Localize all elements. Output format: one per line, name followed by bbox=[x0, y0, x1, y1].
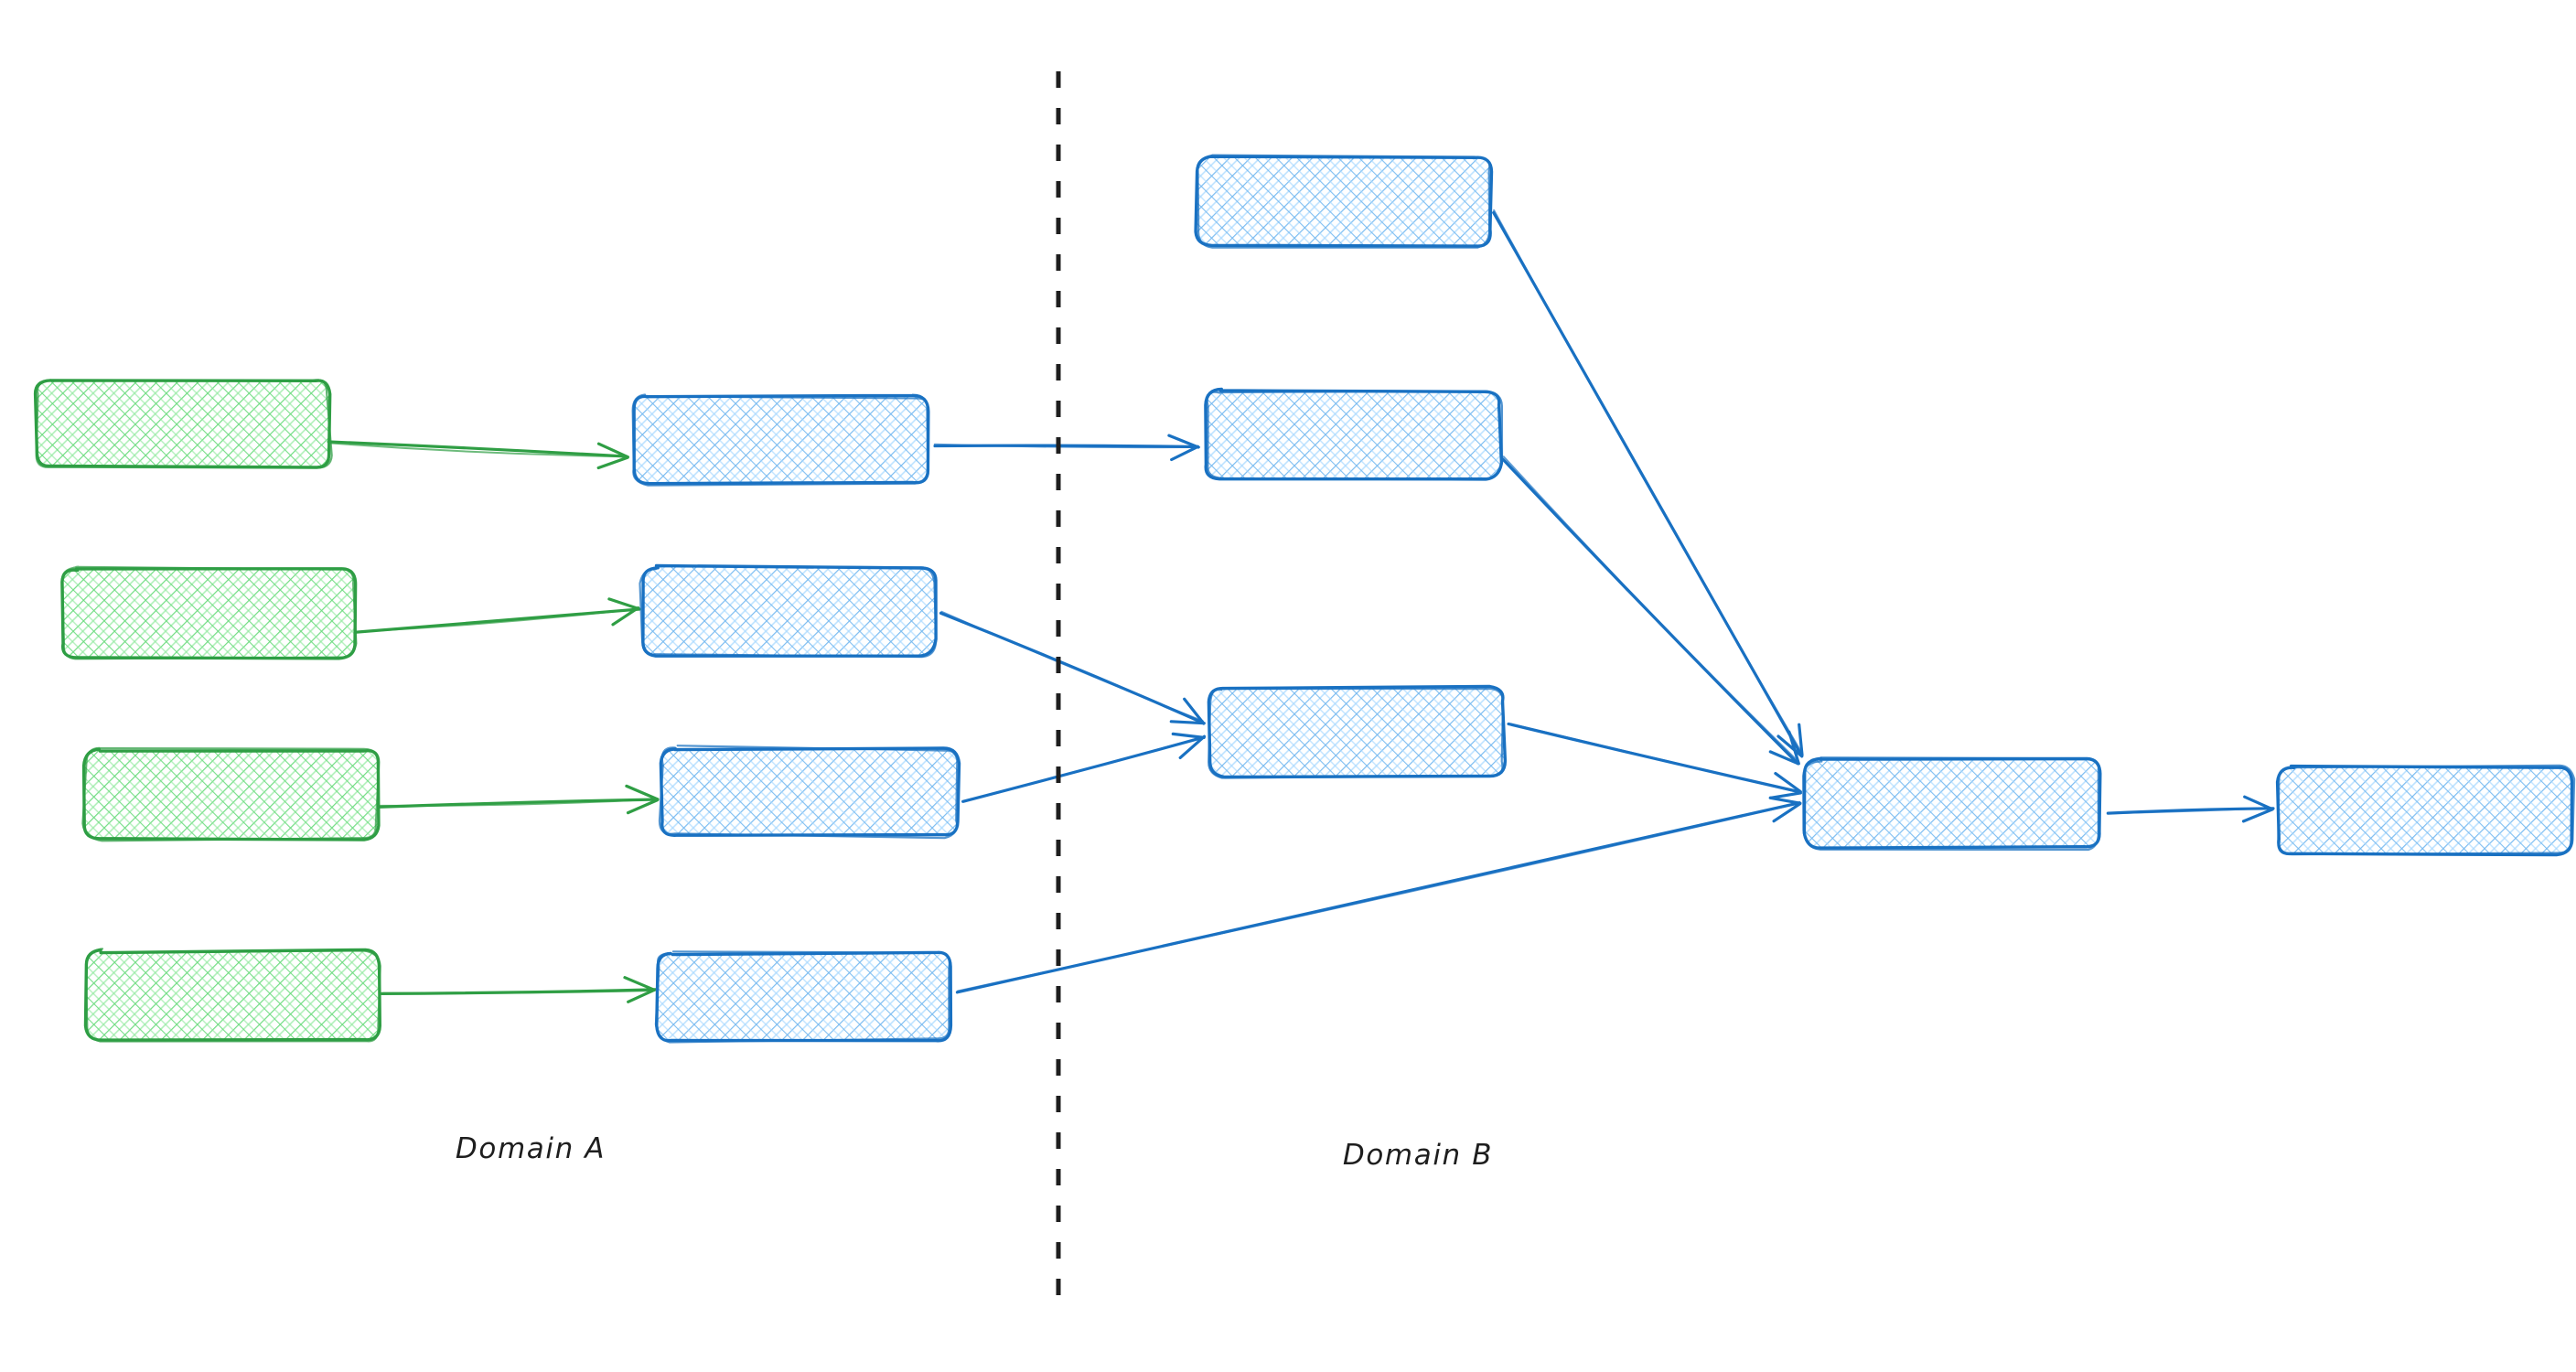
edge-c3-d1[interactable] bbox=[1507, 722, 1802, 799]
node-b2[interactable] bbox=[639, 563, 938, 659]
edge-arrowhead-d1-e1-0 bbox=[2243, 795, 2274, 811]
node-outline-c2 bbox=[1206, 390, 1504, 481]
edge-arrowhead-b4-d1-1 bbox=[1772, 802, 1802, 823]
edge-line-a1-b1 bbox=[327, 440, 628, 458]
edge-arrowhead-b2-c3-1 bbox=[1169, 720, 1206, 725]
node-fill-a4 bbox=[87, 951, 380, 1041]
edge-arrowhead-a4-b4-1 bbox=[627, 988, 657, 1003]
edge-line-b4-d1 bbox=[957, 801, 1802, 992]
edge-a3-b3[interactable] bbox=[378, 784, 660, 815]
edge-arrowhead-b1-c2-0 bbox=[1167, 434, 1200, 449]
edge-line-b3-c3 bbox=[962, 735, 1205, 803]
node-a4[interactable] bbox=[83, 948, 381, 1043]
node-outline-c1 bbox=[1196, 154, 1491, 249]
node-c3[interactable] bbox=[1207, 684, 1508, 779]
edge-line-a4-b4 bbox=[382, 989, 655, 994]
edge-arrowhead-c3-d1-0 bbox=[1774, 772, 1802, 794]
node-fill-b2 bbox=[642, 567, 935, 655]
edge-arrowhead-a1-b1-1 bbox=[596, 456, 629, 470]
nodes-layer bbox=[33, 154, 2576, 1044]
edge-line-c2-d1 bbox=[1502, 456, 1799, 763]
node-fill-a1 bbox=[37, 380, 329, 467]
node-d1[interactable] bbox=[1802, 756, 2102, 852]
edge-arrowhead-c1-d1-1 bbox=[1776, 734, 1804, 758]
edge-line-d1-e1 bbox=[2108, 807, 2273, 815]
edge-arrowhead-a3-b3-0 bbox=[625, 784, 660, 801]
edge-c1-d1[interactable] bbox=[1492, 209, 1804, 758]
edge-arrowhead-c2-d1-1 bbox=[1768, 750, 1800, 766]
edge-arrowhead-b1-c2-1 bbox=[1170, 445, 1200, 462]
edge-d1-e1[interactable] bbox=[2106, 795, 2275, 823]
node-fill-e1 bbox=[2278, 766, 2572, 854]
edge-arrowhead-b3-c3-0 bbox=[1171, 732, 1206, 739]
edge-arrowhead-b2-c3-0 bbox=[1183, 697, 1206, 725]
edge-b1-c2[interactable] bbox=[933, 434, 1201, 462]
edge-b3-c3[interactable] bbox=[961, 732, 1207, 803]
node-outline-a4 bbox=[85, 948, 381, 1043]
node-fill-a2 bbox=[62, 569, 355, 659]
node-outline-d1 bbox=[1802, 756, 2100, 852]
node-outline-a1 bbox=[35, 379, 333, 469]
edge-c2-d1[interactable] bbox=[1501, 456, 1800, 766]
node-c1[interactable] bbox=[1194, 154, 1494, 249]
edge-arrowhead-d1-e1-1 bbox=[2241, 808, 2274, 823]
node-e1[interactable] bbox=[2275, 764, 2576, 857]
node-fill-c2 bbox=[1206, 391, 1500, 478]
node-fill-c3 bbox=[1209, 688, 1504, 776]
node-outline-b3 bbox=[658, 745, 959, 840]
edge-a2-b2[interactable] bbox=[355, 597, 641, 634]
edge-a4-b4[interactable] bbox=[380, 976, 657, 1003]
node-fill-b4 bbox=[657, 953, 951, 1041]
node-fill-c1 bbox=[1197, 157, 1491, 245]
domain-a-label: Domain A bbox=[456, 1132, 606, 1165]
node-outline-a3 bbox=[81, 746, 381, 842]
edge-arrowhead-a2-b2-0 bbox=[607, 597, 640, 611]
edge-arrowhead-a1-b1-0 bbox=[596, 442, 629, 459]
node-b3[interactable] bbox=[658, 745, 961, 840]
edge-line-a3-b3 bbox=[378, 798, 658, 807]
labels-layer: Domain A Domain B bbox=[456, 1132, 1493, 1172]
node-a2[interactable] bbox=[60, 565, 358, 660]
edge-arrowhead-a4-b4-0 bbox=[623, 976, 656, 991]
edge-arrowhead-b3-c3-1 bbox=[1178, 734, 1207, 759]
node-outline-b2 bbox=[639, 564, 938, 659]
edge-b4-d1[interactable] bbox=[955, 796, 1802, 994]
node-outline-a2 bbox=[60, 565, 358, 660]
node-fill-b3 bbox=[661, 748, 958, 836]
edge-arrowhead-a3-b3-1 bbox=[626, 799, 660, 815]
edges-layer bbox=[327, 209, 2275, 1003]
edge-arrowhead-c2-d1-0 bbox=[1787, 730, 1800, 766]
node-a3[interactable] bbox=[81, 746, 381, 842]
edge-line-a2-b2 bbox=[357, 607, 639, 633]
node-b1[interactable] bbox=[631, 393, 930, 487]
node-outline-c3 bbox=[1208, 687, 1505, 779]
node-fill-a3 bbox=[85, 750, 378, 840]
node-outline-b4 bbox=[654, 950, 950, 1044]
node-outline-e1 bbox=[2277, 764, 2576, 856]
node-c2[interactable] bbox=[1204, 387, 1504, 481]
edge-arrowhead-b4-d1-0 bbox=[1768, 796, 1802, 805]
edge-line-a1-b1 bbox=[327, 442, 628, 458]
edge-line-c1-d1 bbox=[1493, 209, 1803, 754]
edge-arrowhead-c3-d1-1 bbox=[1769, 791, 1802, 799]
edge-arrowhead-c1-d1-0 bbox=[1798, 723, 1804, 756]
node-fill-d1 bbox=[1806, 759, 2100, 847]
edge-line-b1-c2 bbox=[933, 443, 1201, 449]
edge-line-b2-c3 bbox=[940, 610, 1204, 723]
edge-a1-b1[interactable] bbox=[327, 440, 629, 470]
edge-line-c3-d1 bbox=[1508, 723, 1801, 794]
node-fill-b1 bbox=[633, 396, 928, 484]
node-b4[interactable] bbox=[654, 950, 953, 1044]
domain-b-label: Domain B bbox=[1343, 1139, 1493, 1172]
node-outline-b1 bbox=[631, 393, 929, 487]
node-a1[interactable] bbox=[33, 379, 333, 469]
edge-arrowhead-a2-b2-1 bbox=[611, 606, 640, 627]
edge-b2-c3[interactable] bbox=[939, 610, 1206, 725]
